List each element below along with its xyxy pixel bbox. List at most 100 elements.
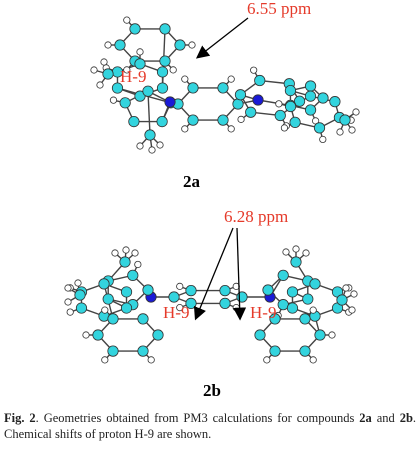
molecule-2a: [90, 16, 360, 154]
shift-arrow-2a: [195, 17, 249, 59]
mol-2b-carbon-atom: [98, 278, 110, 290]
mol-2a-carbon-atom: [329, 96, 341, 108]
mol-2b-hydrogen-atom: [101, 356, 109, 364]
mol-2a-carbon-atom: [293, 95, 306, 107]
mol-2a-carbon-atom: [134, 58, 146, 70]
mol-2a-hydrogen-atom: [148, 146, 156, 154]
mol-2b-carbon-atom: [286, 286, 299, 298]
mol-2a-carbon-atom: [174, 39, 186, 51]
mol-2b-carbon-atom: [127, 269, 139, 281]
shift-label-2b: 6.28 ppm: [224, 207, 288, 226]
mol-2b-hydrogen-atom: [328, 331, 336, 339]
shift-arrow-2b-left: [193, 227, 234, 321]
mol-2b-hydrogen-atom: [350, 290, 358, 298]
mol-2b-carbon-atom: [185, 297, 197, 309]
molecular-figure: 6.55 ppm H-9 2a 6.28 ppm H-9 H-9 2b: [64, 0, 360, 400]
mol-2b-carbon-atom: [137, 313, 149, 325]
molecule-label-2a: 2a: [183, 172, 201, 191]
molecule-label-2b: 2b: [203, 381, 221, 400]
mol-2a-hydrogen-atom: [169, 66, 177, 74]
mol-2b-hydrogen-atom: [292, 245, 300, 253]
mol-2b-carbon-atom: [107, 345, 119, 357]
mol-2a-hydrogen-atom: [319, 135, 327, 144]
caption-fig-ref: Fig. 2: [4, 411, 36, 425]
mol-2b-carbon-atom: [269, 345, 281, 357]
mol-2b-carbon-atom: [185, 285, 197, 297]
mol-2b-carbon-atom: [119, 256, 131, 268]
mol-2b-carbon-atom: [168, 291, 180, 303]
mol-2b-hydrogen-atom: [309, 356, 317, 364]
mol-2b-carbon-atom: [142, 284, 154, 296]
mol-2b-carbon-atom: [269, 313, 281, 325]
mol-2a-hydrogen-atom: [136, 142, 144, 150]
mol-2a-nitrogen-atom: [252, 94, 264, 106]
mol-2a-hydrogen-atom: [90, 66, 98, 74]
figure-caption: Fig. 2. Geometries obtained from PM3 cal…: [4, 410, 416, 442]
mol-2a-carbon-atom: [159, 23, 171, 35]
mol-2a-hydrogen-atom: [100, 58, 108, 66]
mol-2a-carbon-atom: [156, 66, 169, 78]
mol-2b-carbon-atom: [286, 302, 299, 314]
mol-2b-carbon-atom: [152, 329, 164, 341]
mol-2a-carbon-atom: [284, 100, 297, 113]
mol-2a-carbon-atom: [159, 55, 171, 67]
mol-2a-carbon-atom: [274, 109, 286, 122]
molecule-2b: [64, 245, 358, 364]
mol-2b-hydrogen-atom: [64, 284, 72, 292]
mol-2b-hydrogen-atom: [66, 308, 74, 316]
mol-2b-carbon-atom: [74, 289, 86, 301]
mol-2b-carbon-atom: [314, 329, 326, 341]
mol-2a-hydrogen-atom: [237, 115, 245, 123]
mol-2a-carbon-atom: [234, 89, 247, 101]
mol-2a-carbon-atom: [187, 82, 199, 94]
mol-2b-carbon-atom: [75, 302, 88, 314]
mol-2b-carbon-atom: [336, 294, 348, 306]
mol-2a-carbon-atom: [304, 80, 317, 92]
mol-2b-carbon-atom: [219, 297, 231, 309]
mol-2b-hydrogen-atom: [74, 279, 82, 287]
caption-text-2: . Chemical shifts of proton H-9 are show…: [4, 411, 417, 441]
proton-label-2b-right: H-9: [250, 303, 276, 322]
mol-2a-hydrogen-atom: [352, 108, 360, 116]
mol-2b-carbon-atom: [299, 313, 311, 325]
caption-and: and: [371, 411, 400, 425]
mol-2a-hydrogen-atom: [109, 96, 118, 104]
mol-2a-hydrogen-atom: [96, 81, 104, 89]
mol-2a-carbon-atom: [254, 74, 266, 87]
mol-2b-hydrogen-atom: [134, 260, 142, 269]
mol-2b-carbon-atom: [219, 285, 231, 297]
mol-2b-hydrogen-atom: [101, 306, 109, 314]
caption-compound-a: 2a: [359, 411, 372, 425]
mol-2a-carbon-atom: [289, 116, 301, 128]
mol-2a-bond: [147, 91, 151, 136]
mol-2b-hydrogen-atom: [348, 306, 356, 314]
mol-2b-hydrogen-atom: [131, 249, 139, 257]
mol-2a-hydrogen-atom: [123, 16, 131, 24]
mol-2a-carbon-atom: [304, 104, 317, 116]
proton-label-2b-left: H-9: [163, 303, 189, 322]
mol-2b-hydrogen-atom: [263, 356, 271, 364]
mol-2a-carbon-atom: [187, 114, 199, 126]
mol-2b-hydrogen-atom: [64, 298, 72, 306]
mol-2a-hydrogen-atom: [181, 125, 189, 133]
mol-2a-carbon-atom: [129, 23, 141, 35]
mol-2a-hydrogen-atom: [336, 128, 344, 136]
mol-2b-hydrogen-atom: [111, 249, 119, 257]
mol-2a-carbon-atom: [102, 68, 114, 80]
mol-2a-carbon-atom: [317, 92, 329, 104]
mol-2b-carbon-atom: [107, 313, 119, 325]
mol-2a-carbon-atom: [217, 114, 229, 126]
mol-2b-hydrogen-atom: [232, 304, 240, 312]
mol-2a-carbon-atom: [111, 82, 124, 94]
shift-arrow-2b-right: [233, 227, 247, 321]
caption-compound-b: 2b: [399, 411, 413, 425]
mol-2a-carbon-atom: [119, 97, 131, 109]
mol-2b-carbon-atom: [137, 345, 149, 357]
mol-2a-hydrogen-atom: [275, 100, 283, 108]
mol-2a-hydrogen-atom: [348, 126, 356, 134]
mol-2b-carbon-atom: [299, 345, 311, 357]
mol-2a-carbon-atom: [217, 82, 229, 94]
mol-2b-hydrogen-atom: [122, 246, 130, 254]
caption-text-1: . Geometries obtained from PM3 calculati…: [35, 411, 360, 425]
mol-2a-carbon-atom: [144, 129, 156, 141]
